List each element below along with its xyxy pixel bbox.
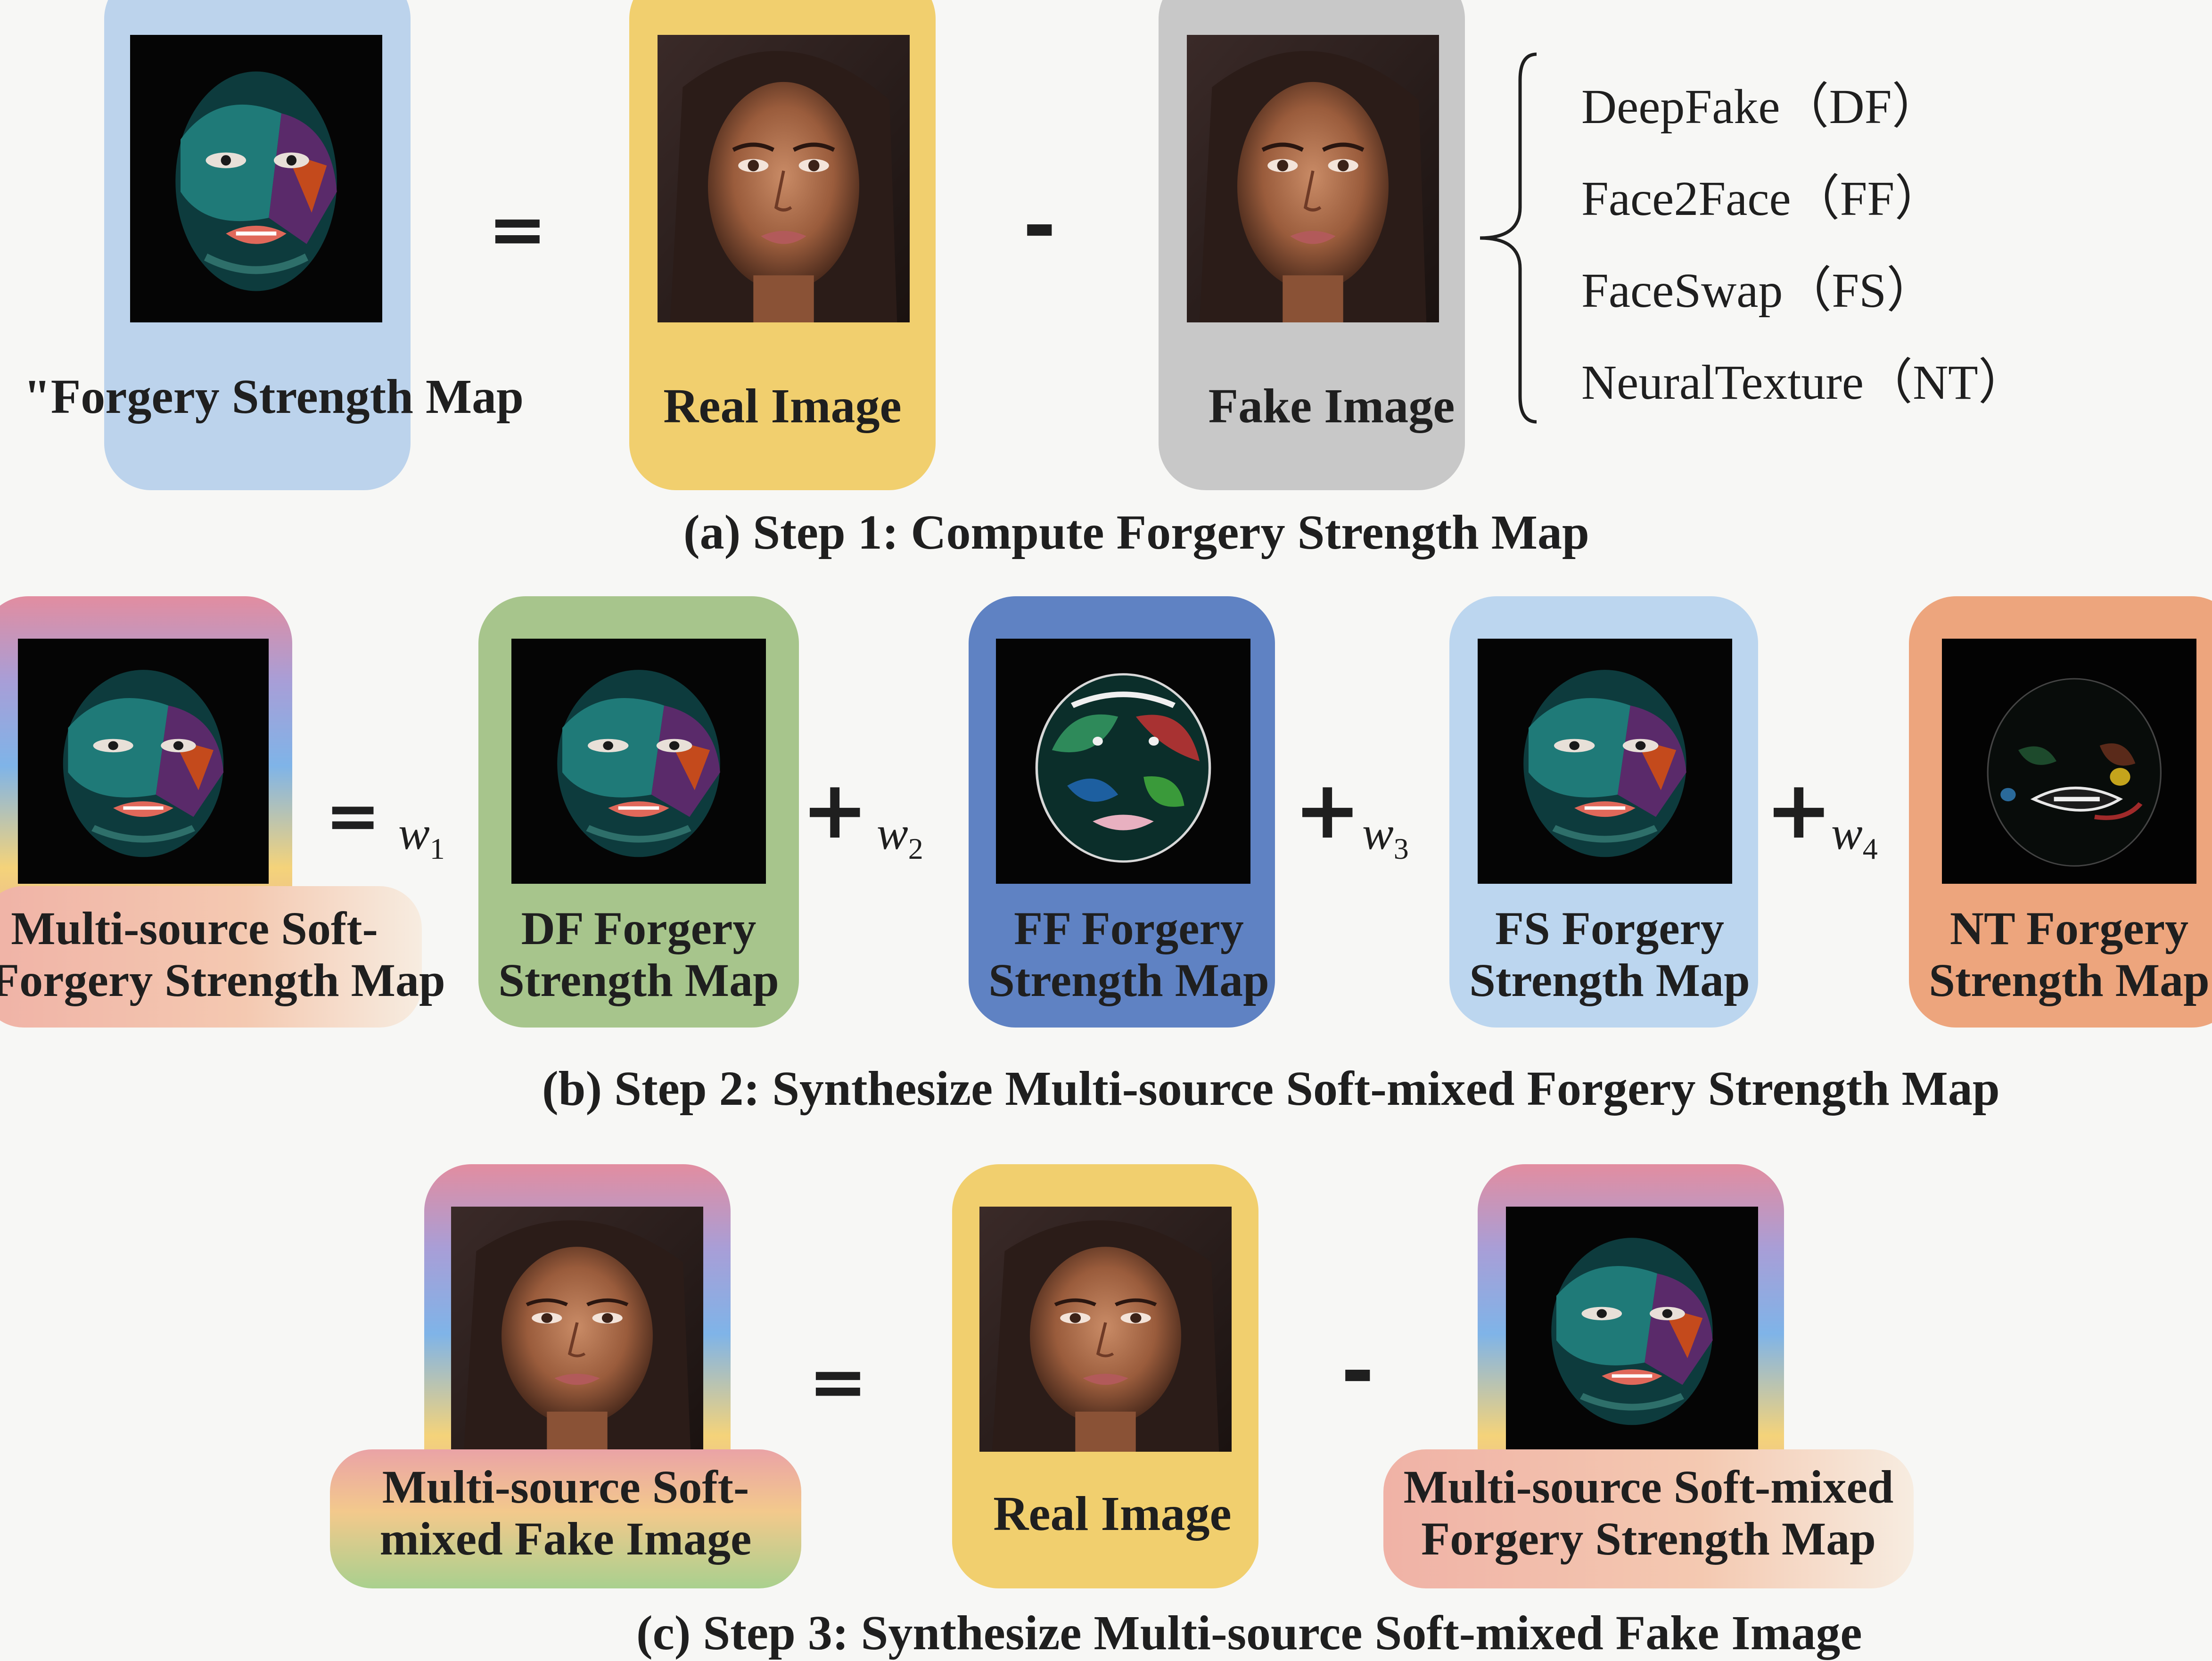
mixed-fake-image [451,1207,703,1452]
nt-map-image [1942,639,2196,884]
step2-caption: (b) Step 2: Synthesize Multi-source Soft… [542,1061,2000,1116]
weight-w4: w4 [1831,807,1878,865]
minus-sign-2: - [1341,1324,1374,1418]
mixed-map-label-box-2 [1383,1449,1914,1588]
df-map-label-line1: DF Forgery [521,902,757,954]
method-neuraltexture: NeuralTexture（NT） [1581,355,2027,410]
plus-sign-2: + [1294,764,1361,857]
real-image-2 [979,1207,1232,1452]
fs-map-label-line2: Strength Map [1469,954,1750,1006]
nt-map-label-line1: NT Forgery [1949,902,2189,954]
forgery-map-label: "Forgery Strength Map [24,370,524,424]
nt-map-label-line2: Strength Map [1929,954,2210,1006]
weight-w2: w2 [877,807,923,865]
mixed-fake-label-box [330,1449,801,1588]
real-image-label-2: Real Image [993,1487,1232,1541]
fake-image [1187,35,1439,322]
equals-sign-3: = [808,1341,868,1423]
forgery-map-image [130,35,382,322]
mixed-map-label-line1: Multi-source Soft- [11,902,378,954]
weight-w3: w3 [1362,807,1409,865]
fs-map-image [1478,639,1732,884]
ff-map-label-line1: FF Forgery [1014,902,1244,954]
real-image [658,35,910,322]
step3-caption: (c) Step 3: Synthesize Multi-source Soft… [636,1606,1862,1660]
step1-caption: (a) Step 1: Compute Forgery Strength Map [683,505,1589,559]
ff-map-image [996,639,1250,884]
minus-sign: - [1023,179,1056,272]
plus-sign-1: + [801,764,869,857]
plus-sign-3: + [1765,764,1833,857]
ff-map-label-line2: Strength Map [988,954,1269,1006]
equals-sign-2: = [325,778,381,855]
mixed-map-label-line2: Forgery Strength Map [0,954,445,1006]
method-face2face: Face2Face（FF） [1581,172,1944,226]
method-deepfake: DeepFake（DF） [1581,80,1941,134]
mixed-map-label-line1-2: Multi-source Soft-mixed [1403,1461,1894,1513]
mixed-map-image [18,639,269,884]
method-brace [1480,52,1537,424]
mixed-map-image-2 [1506,1207,1758,1452]
mixed-map-label-box [0,886,422,1028]
df-map-label-line2: Strength Map [498,954,779,1006]
mixed-fake-label-line1: Multi-source Soft- [382,1461,749,1513]
df-map-image [511,639,766,884]
fs-map-label-line1: FS Forgery [1495,902,1724,954]
method-faceswap: FaceSwap（FS） [1581,263,1936,318]
fake-image-label: Fake Image [1208,379,1455,433]
mixed-fake-label-line2: mixed Fake Image [379,1513,752,1565]
mixed-map-label-line2-2: Forgery Strength Map [1421,1513,1876,1565]
weight-w1: w1 [398,807,445,865]
equals-sign: = [488,189,547,271]
real-image-label: Real Image [663,379,902,433]
